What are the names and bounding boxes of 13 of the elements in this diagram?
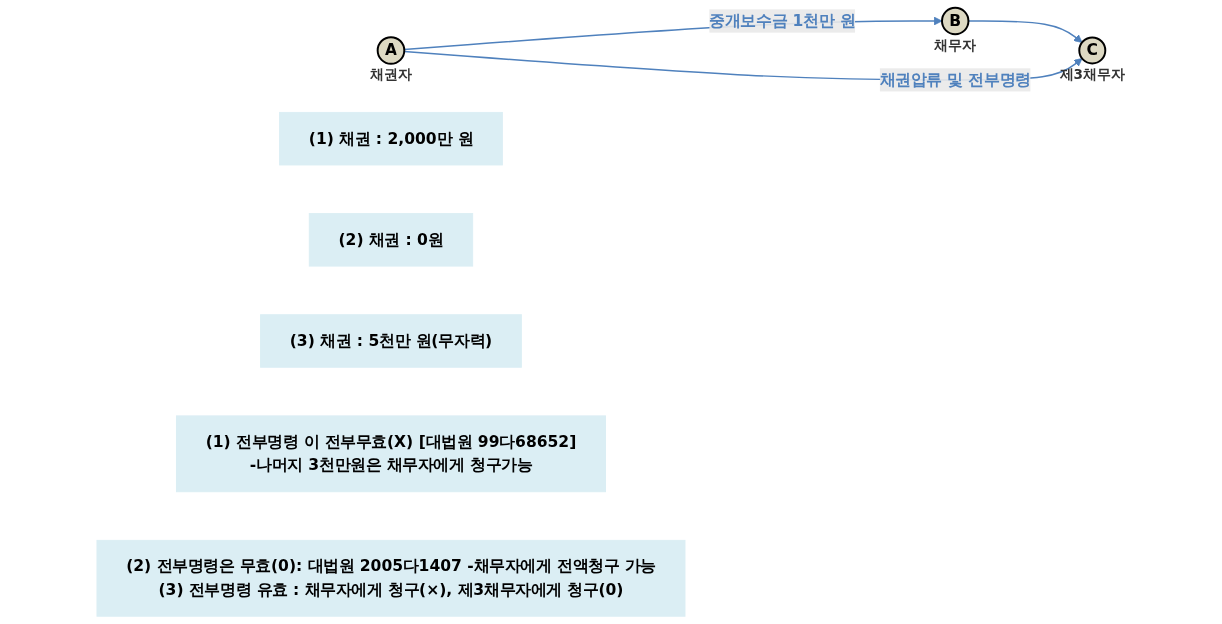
node-box: (1) 채권 : 2,000만 원: [279, 111, 503, 166]
edge-label: 중개보수금 1천만 원: [709, 11, 856, 30]
node-box: (2) 채권 : 0원: [308, 213, 474, 267]
node-circle: A: [376, 36, 406, 65]
node-label: 채권자: [369, 66, 412, 83]
node-box: (3) 채권 : 5천만 원(무자력): [260, 314, 522, 368]
node-label: 제3채무자: [1059, 66, 1126, 83]
node-circle: C: [1078, 36, 1107, 65]
node-box: (2) 전부명령은 무효(0): 대법원 2005다1407 -채무자에게 전액청구 가능 (3) 전부명령 유효 : 채무자에게 청구(×), 제3채무자에게 청구(0): [96, 539, 686, 617]
node-circle: B: [941, 6, 970, 36]
edge-label: 채권압류 및 전부명령: [879, 70, 1031, 89]
node-box: (1) 전부명령 이 전부무효(X) [대법원 99다68652] -나머지 3천만원은 채무자에게 청구가능: [175, 415, 606, 493]
node-label: 채무자: [934, 36, 977, 53]
